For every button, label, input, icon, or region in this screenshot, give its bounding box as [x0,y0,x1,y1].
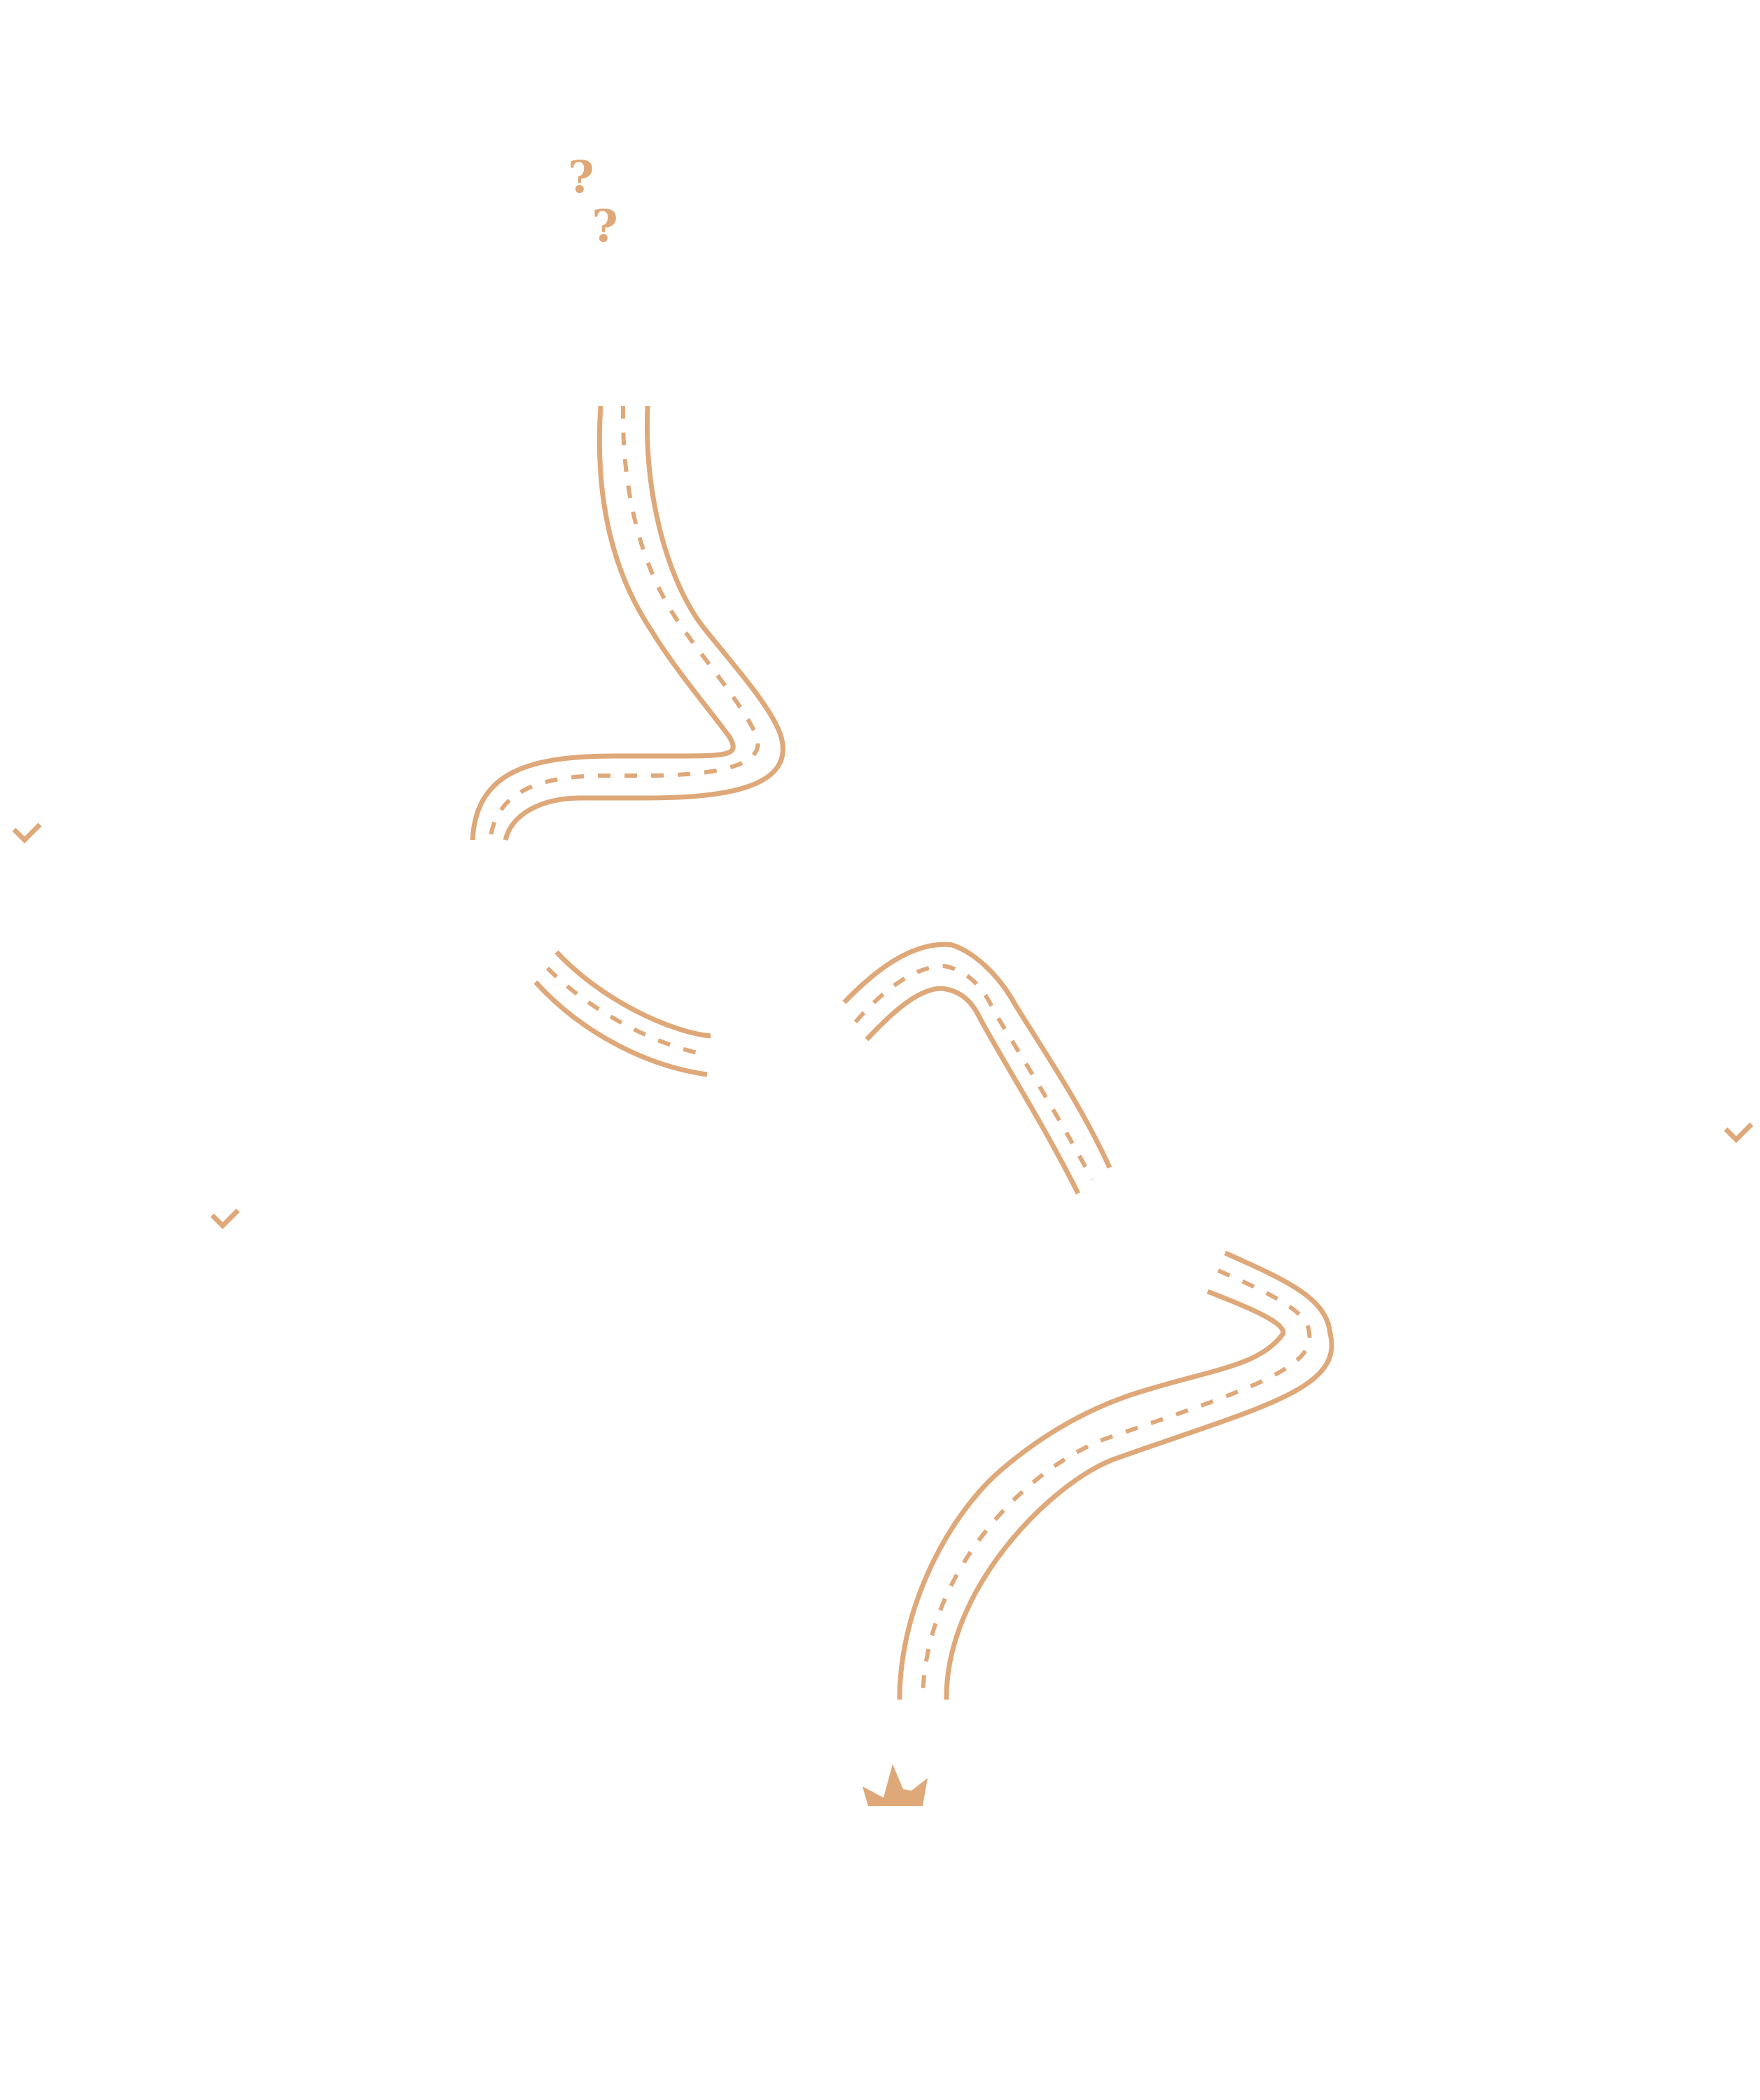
road-edge-right [503,405,785,841]
road-segment-1 [470,405,785,841]
checkmark-icon [12,822,42,844]
road-centerline [488,405,760,841]
road-segment-2 [533,950,711,1077]
question-marks-group: ? ? [568,151,618,253]
road-segment-4 [897,1250,1334,1700]
road-edge-bottom [865,986,1081,1195]
question-mark-icon: ? [568,151,594,204]
road-centerline [921,1268,1312,1700]
road-edge-bottom [533,980,708,1077]
checkmarks-group [12,822,1754,1229]
road-centerline [545,966,709,1057]
question-mark-icon: ? [592,200,618,253]
road-segment-3 [842,941,1112,1195]
checkmark-icon [1724,1122,1754,1143]
road-edge-bottom [897,1289,1286,1700]
road-edge-top [554,950,711,1039]
checkmark-icon [210,1208,240,1229]
road-edge-top [944,1250,1334,1700]
crown-icon [862,1764,928,1806]
road-edge-left [470,405,736,841]
road-edge-top [842,941,1112,1169]
road-centerline [853,963,1094,1181]
